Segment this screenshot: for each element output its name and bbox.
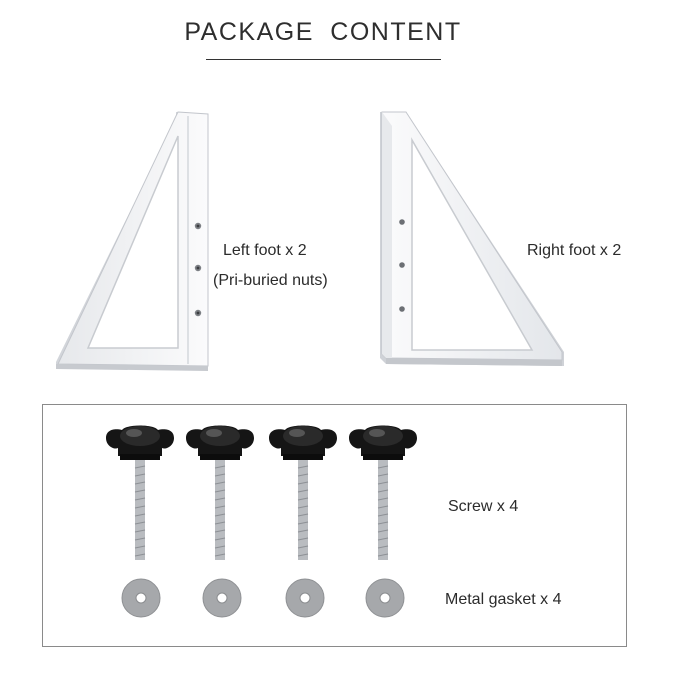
screw-image [106, 425, 174, 560]
title-underline [206, 59, 441, 60]
right-foot-label: Right foot x 2 [527, 242, 622, 259]
screw-label: Screw x 4 [448, 498, 519, 515]
gasket-image [285, 578, 325, 618]
right-foot-image [380, 111, 564, 366]
screw-image [349, 425, 417, 560]
left-foot-label: Left foot x 2 [223, 242, 307, 259]
gasket-label: Metal gasket x 4 [445, 591, 562, 608]
screw-image [269, 425, 337, 560]
left-foot-image [56, 111, 209, 371]
page-title: PACKAGE CONTENT [184, 18, 462, 46]
left-foot-note: (Pri-buried nuts) [213, 272, 328, 289]
gasket-image [202, 578, 242, 618]
gasket-image [121, 578, 161, 618]
screw-image [186, 425, 254, 560]
gasket-image [365, 578, 405, 618]
hardware-panel [42, 404, 627, 647]
